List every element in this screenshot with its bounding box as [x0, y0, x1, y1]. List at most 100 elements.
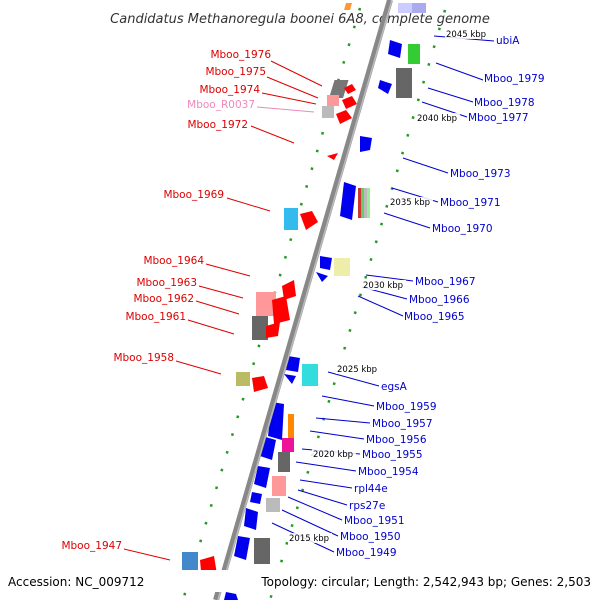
gene-label-right: Mboo_1971 [440, 197, 501, 209]
leader-line [435, 62, 484, 81]
gene-label-left: Mboo_1958 [113, 352, 174, 364]
gene-box [412, 3, 426, 13]
gene-label-left: Mboo_1974 [199, 84, 260, 96]
gene-box [256, 292, 276, 316]
leader-line [250, 125, 295, 144]
topology-text: Topology: circular; Length: 2,542,943 bp… [260, 575, 591, 589]
kbp-tick-bg [312, 449, 356, 459]
gene-label-right: Mboo_1956 [366, 434, 427, 446]
gene-label-right: Mboo_1957 [372, 418, 433, 430]
kbp-tick-label: 2020 kbp [313, 450, 353, 460]
gene-arrow [320, 256, 332, 270]
kbp-tick-label: 2040 kbp [417, 114, 457, 124]
gene-arrow [316, 272, 328, 282]
gene-label-right: Mboo_1950 [340, 531, 401, 543]
footer-background [0, 570, 600, 592]
gene-label-right: Mboo_1951 [344, 515, 405, 527]
gene-box [364, 188, 367, 218]
leader-line [297, 489, 348, 506]
gene-box [254, 538, 270, 564]
leader-line [357, 295, 404, 317]
gene-label-right: Mboo_1959 [376, 401, 437, 413]
gene-label-right: Mboo_1966 [409, 294, 470, 306]
leader-line [123, 548, 171, 561]
kbp-tick-label: 2025 kbp [337, 365, 377, 375]
gene-arrow [224, 592, 238, 600]
kbp-tick-label: 2015 kbp [289, 534, 329, 544]
gene-label-left: Mboo_1961 [125, 311, 186, 323]
gene-label-right: rps27e [349, 500, 385, 512]
kbp-tick-label: 2045 kbp [446, 30, 486, 40]
gene-label-left: Mboo_1976 [210, 49, 271, 61]
gene-box [266, 498, 280, 512]
leader-line [402, 157, 449, 174]
gene-label-left: Mboo_1972 [187, 119, 248, 131]
gene-label-right: Mboo_1965 [404, 311, 465, 323]
gene-label-right: rpl44e [354, 483, 388, 495]
gene-arrow [388, 40, 402, 58]
leader-line [261, 92, 317, 105]
gene-box [327, 95, 339, 106]
gene-arrow [344, 3, 352, 10]
kbp-tick-label: 2035 kbp [390, 198, 430, 208]
gene-arrow [378, 80, 392, 94]
gene-label-right: Mboo_1954 [358, 466, 419, 478]
gene-box [334, 258, 350, 276]
left-labels: Mboo_1976Mboo_1975Mboo_1974Mboo_R0037Mbo… [61, 49, 271, 552]
gene-label-left: Mboo_1962 [133, 293, 194, 305]
gene-label-right: Mboo_1973 [450, 168, 511, 180]
backbone-highlight [217, 0, 393, 600]
map-title: Candidatus Methanoregula boonei 6A8, com… [110, 12, 490, 27]
gene-label-right: Mboo_1979 [484, 73, 545, 85]
gene-label-left: Mboo_1964 [143, 255, 204, 267]
leader-line [226, 197, 271, 212]
gene-label-left: Mboo_1963 [136, 277, 197, 289]
gene-arrow [344, 84, 356, 94]
gene-box [408, 44, 420, 64]
gene-box [398, 3, 412, 13]
gene-box [361, 188, 364, 218]
leader-line [175, 360, 222, 375]
leader-line [309, 430, 365, 440]
gene-box [252, 316, 268, 340]
gene-label-left: Mboo_R0037 [187, 99, 255, 111]
gene-arrow [252, 376, 268, 392]
gene-label-right: Mboo_1967 [415, 276, 476, 288]
leader-line [187, 319, 235, 335]
kbp-tick-bg [362, 280, 406, 290]
gene-box [284, 208, 298, 230]
gene-label-right: Mboo_1955 [362, 449, 423, 461]
gene-box [367, 188, 370, 218]
gene-label-right: ubiA [496, 35, 520, 47]
kbp-tick-bg [288, 533, 332, 543]
kbp-tick-bg [389, 197, 433, 207]
gene-label-left: Mboo_1975 [205, 66, 266, 78]
gene-label-left: Mboo_1947 [61, 540, 122, 552]
genome-backbone [213, 0, 393, 600]
leader-line [295, 461, 357, 472]
gene-box [278, 452, 290, 472]
gene-label-right: Mboo_1978 [474, 97, 535, 109]
gene-box [396, 68, 412, 98]
gene-arrow [234, 536, 250, 560]
gene-arrow [254, 466, 270, 488]
accession-text: Accession: NC_009712 [8, 575, 144, 589]
leader-line [270, 60, 323, 87]
gene-box [288, 414, 294, 440]
kbp-tick-bg [416, 113, 460, 123]
gene-arrow [360, 136, 372, 152]
gene-box [302, 364, 318, 386]
gene-box [236, 372, 250, 386]
gene-label-right: Mboo_1949 [336, 547, 397, 559]
right-labels: ubiAMboo_1979Mboo_1978Mboo_1977Mboo_1973… [336, 35, 545, 559]
backbone-line [213, 0, 393, 600]
leader-line [287, 496, 343, 521]
rna-box [322, 106, 334, 118]
gene-arrow [286, 356, 300, 372]
gene-box [358, 188, 361, 218]
gene-arrow [272, 296, 290, 324]
gene-arrow [250, 492, 262, 504]
gene-arrow [282, 280, 296, 300]
